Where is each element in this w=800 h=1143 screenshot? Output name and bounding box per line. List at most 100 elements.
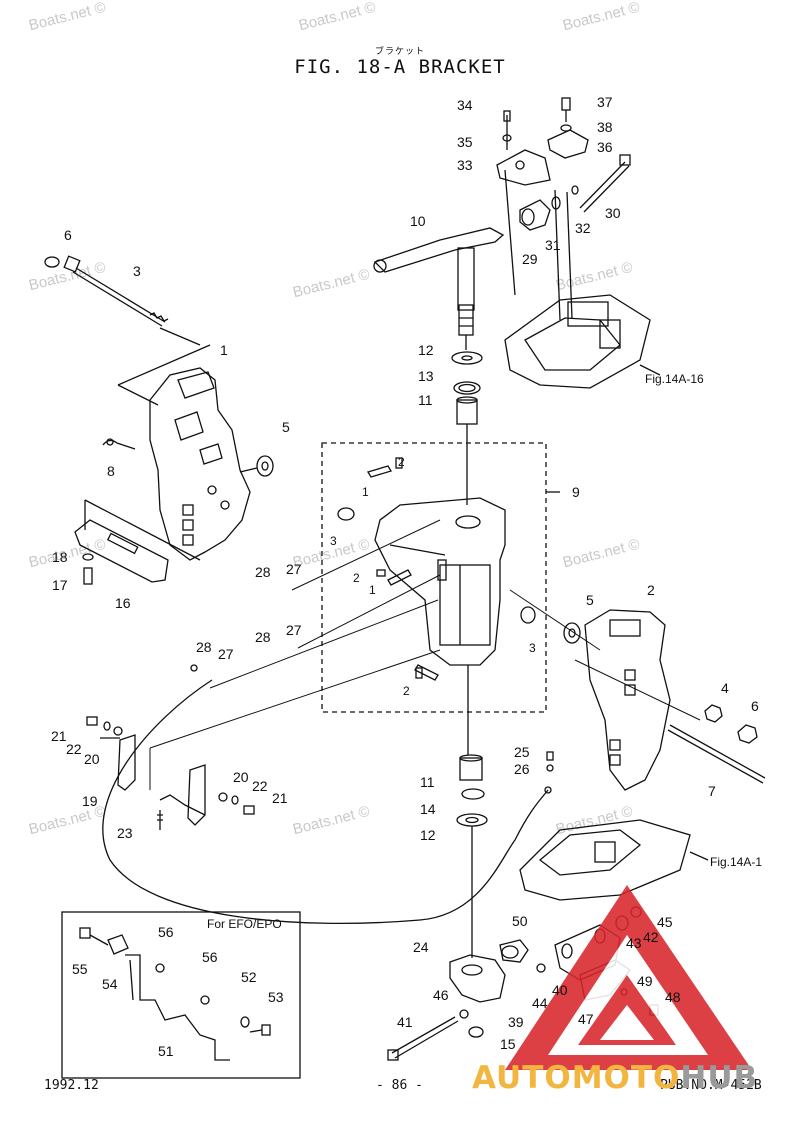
callout-16: 16: [115, 595, 131, 611]
part-3-through-bolt: [44, 255, 169, 327]
part-39-lower-clamp: [449, 954, 506, 1003]
callout-12: 12: [420, 827, 436, 843]
callout-20: 20: [233, 769, 249, 785]
callout-48: 48: [665, 989, 681, 1005]
callout-47: 47: [578, 1011, 594, 1027]
swivel-base-assembly: [504, 169, 661, 389]
part-30-bolt: [579, 154, 631, 213]
callout-27: 27: [218, 646, 234, 662]
part-19-bracket: [100, 734, 136, 791]
callout-1: 1: [220, 342, 228, 358]
callout-24: 24: [413, 939, 429, 955]
callout-52: 52: [241, 969, 257, 985]
callout-2: 2: [353, 571, 360, 585]
callout-1: 1: [369, 583, 376, 597]
part-7-tilt-tube: [667, 724, 766, 784]
callout-42: 42: [643, 929, 659, 945]
callout-3: 3: [330, 534, 337, 548]
callout-43: 43: [626, 935, 642, 951]
callout-40: 40: [552, 982, 568, 998]
part-4-nut: [704, 704, 723, 723]
callout-50: 50: [512, 913, 528, 929]
callout-41: 41: [397, 1014, 413, 1030]
callout-36: 36: [597, 139, 613, 155]
callout-13: 13: [418, 368, 434, 384]
inset-title: For EFO/EPO: [207, 917, 282, 931]
callout-27: 27: [286, 561, 302, 577]
callout-8: 8: [107, 463, 115, 479]
callout-28: 28: [255, 564, 271, 580]
footer-date: 1992.12: [44, 1078, 99, 1093]
part-6-nut-right: [737, 724, 758, 744]
part-1-left-clamp-bracket: [117, 327, 251, 561]
inset-parts: [79, 927, 271, 1061]
parts-25-26-bolt-washer: [546, 751, 554, 772]
callout-46: 46: [433, 987, 449, 1003]
callout-23: 23: [117, 825, 133, 841]
callout-56: 56: [202, 949, 218, 965]
callout-7: 7: [708, 783, 716, 799]
lower-mount-assembly: [519, 819, 709, 901]
automotohub-logo-triangle: [505, 885, 752, 1070]
callout-12: 12: [418, 342, 434, 358]
part-36-cap: [547, 97, 589, 159]
part-10-steering-bracket: [373, 227, 505, 350]
parts-1-2-3-bushings-in-box: [337, 457, 536, 681]
callout-11: 11: [418, 392, 433, 408]
callout-15: 15: [500, 1036, 516, 1052]
part-29-bushing: [519, 199, 551, 231]
callout-35: 35: [457, 134, 473, 150]
callout-53: 53: [268, 989, 284, 1005]
callout-37: 37: [597, 94, 613, 110]
parts-11-12-13-bushings-upper: [451, 351, 483, 505]
callout-6: 6: [751, 698, 759, 714]
logo-text-secondary: HUB: [680, 1060, 759, 1096]
callout-26: 26: [514, 761, 530, 777]
callout-54: 54: [102, 976, 118, 992]
group-box-9: [321, 442, 547, 713]
callout-10: 10: [410, 213, 426, 229]
part-2-right-clamp-bracket: [584, 609, 671, 791]
inset-box: [61, 911, 301, 1079]
callout-44: 44: [532, 995, 548, 1011]
part-44-washer: [536, 963, 546, 973]
callout-17: 17: [52, 577, 68, 593]
part-23-bracket: [157, 764, 206, 830]
callout-33: 33: [457, 157, 473, 173]
callout-56: 56: [158, 924, 174, 940]
callout-1: 1: [362, 485, 369, 499]
assembly-guide-lines: [149, 519, 701, 790]
ref-fig-14a-1: Fig.14A-1: [710, 855, 762, 869]
title-ruby: ブラケット: [374, 47, 425, 57]
callout-28: 28: [255, 629, 271, 645]
callout-45: 45: [657, 914, 673, 930]
callout-22: 22: [66, 741, 82, 757]
ref-fig-14a-16: Fig.14A-16: [645, 372, 704, 386]
part-41-bolt: [387, 1016, 459, 1061]
callout-21: 21: [51, 728, 67, 744]
callout-5: 5: [282, 419, 290, 435]
part-46-washer: [459, 1009, 469, 1019]
part-50-damper: [499, 939, 529, 963]
part-15-clip: [468, 1026, 484, 1038]
callout-28: 28: [196, 639, 212, 655]
callout-49: 49: [637, 973, 653, 989]
callout-3: 3: [529, 641, 536, 655]
callout-19: 19: [82, 793, 98, 809]
callout-32: 32: [575, 220, 591, 236]
part-8-cotter-pin: [102, 438, 136, 450]
footer-publication-number: PUB.NO.M-452B: [660, 1078, 762, 1093]
callout-21: 21: [272, 790, 288, 806]
part-5-washer-right: [563, 622, 581, 644]
part-31-washer: [551, 196, 561, 210]
callout-2: 2: [647, 582, 655, 598]
part-5-washer-left: [239, 455, 274, 477]
callout-34: 34: [457, 97, 473, 113]
callout-38: 38: [597, 119, 613, 135]
part-24-cable: [102, 664, 552, 925]
callout-31: 31: [545, 237, 561, 253]
callout-18: 18: [52, 549, 68, 565]
callout-5: 5: [586, 592, 594, 608]
